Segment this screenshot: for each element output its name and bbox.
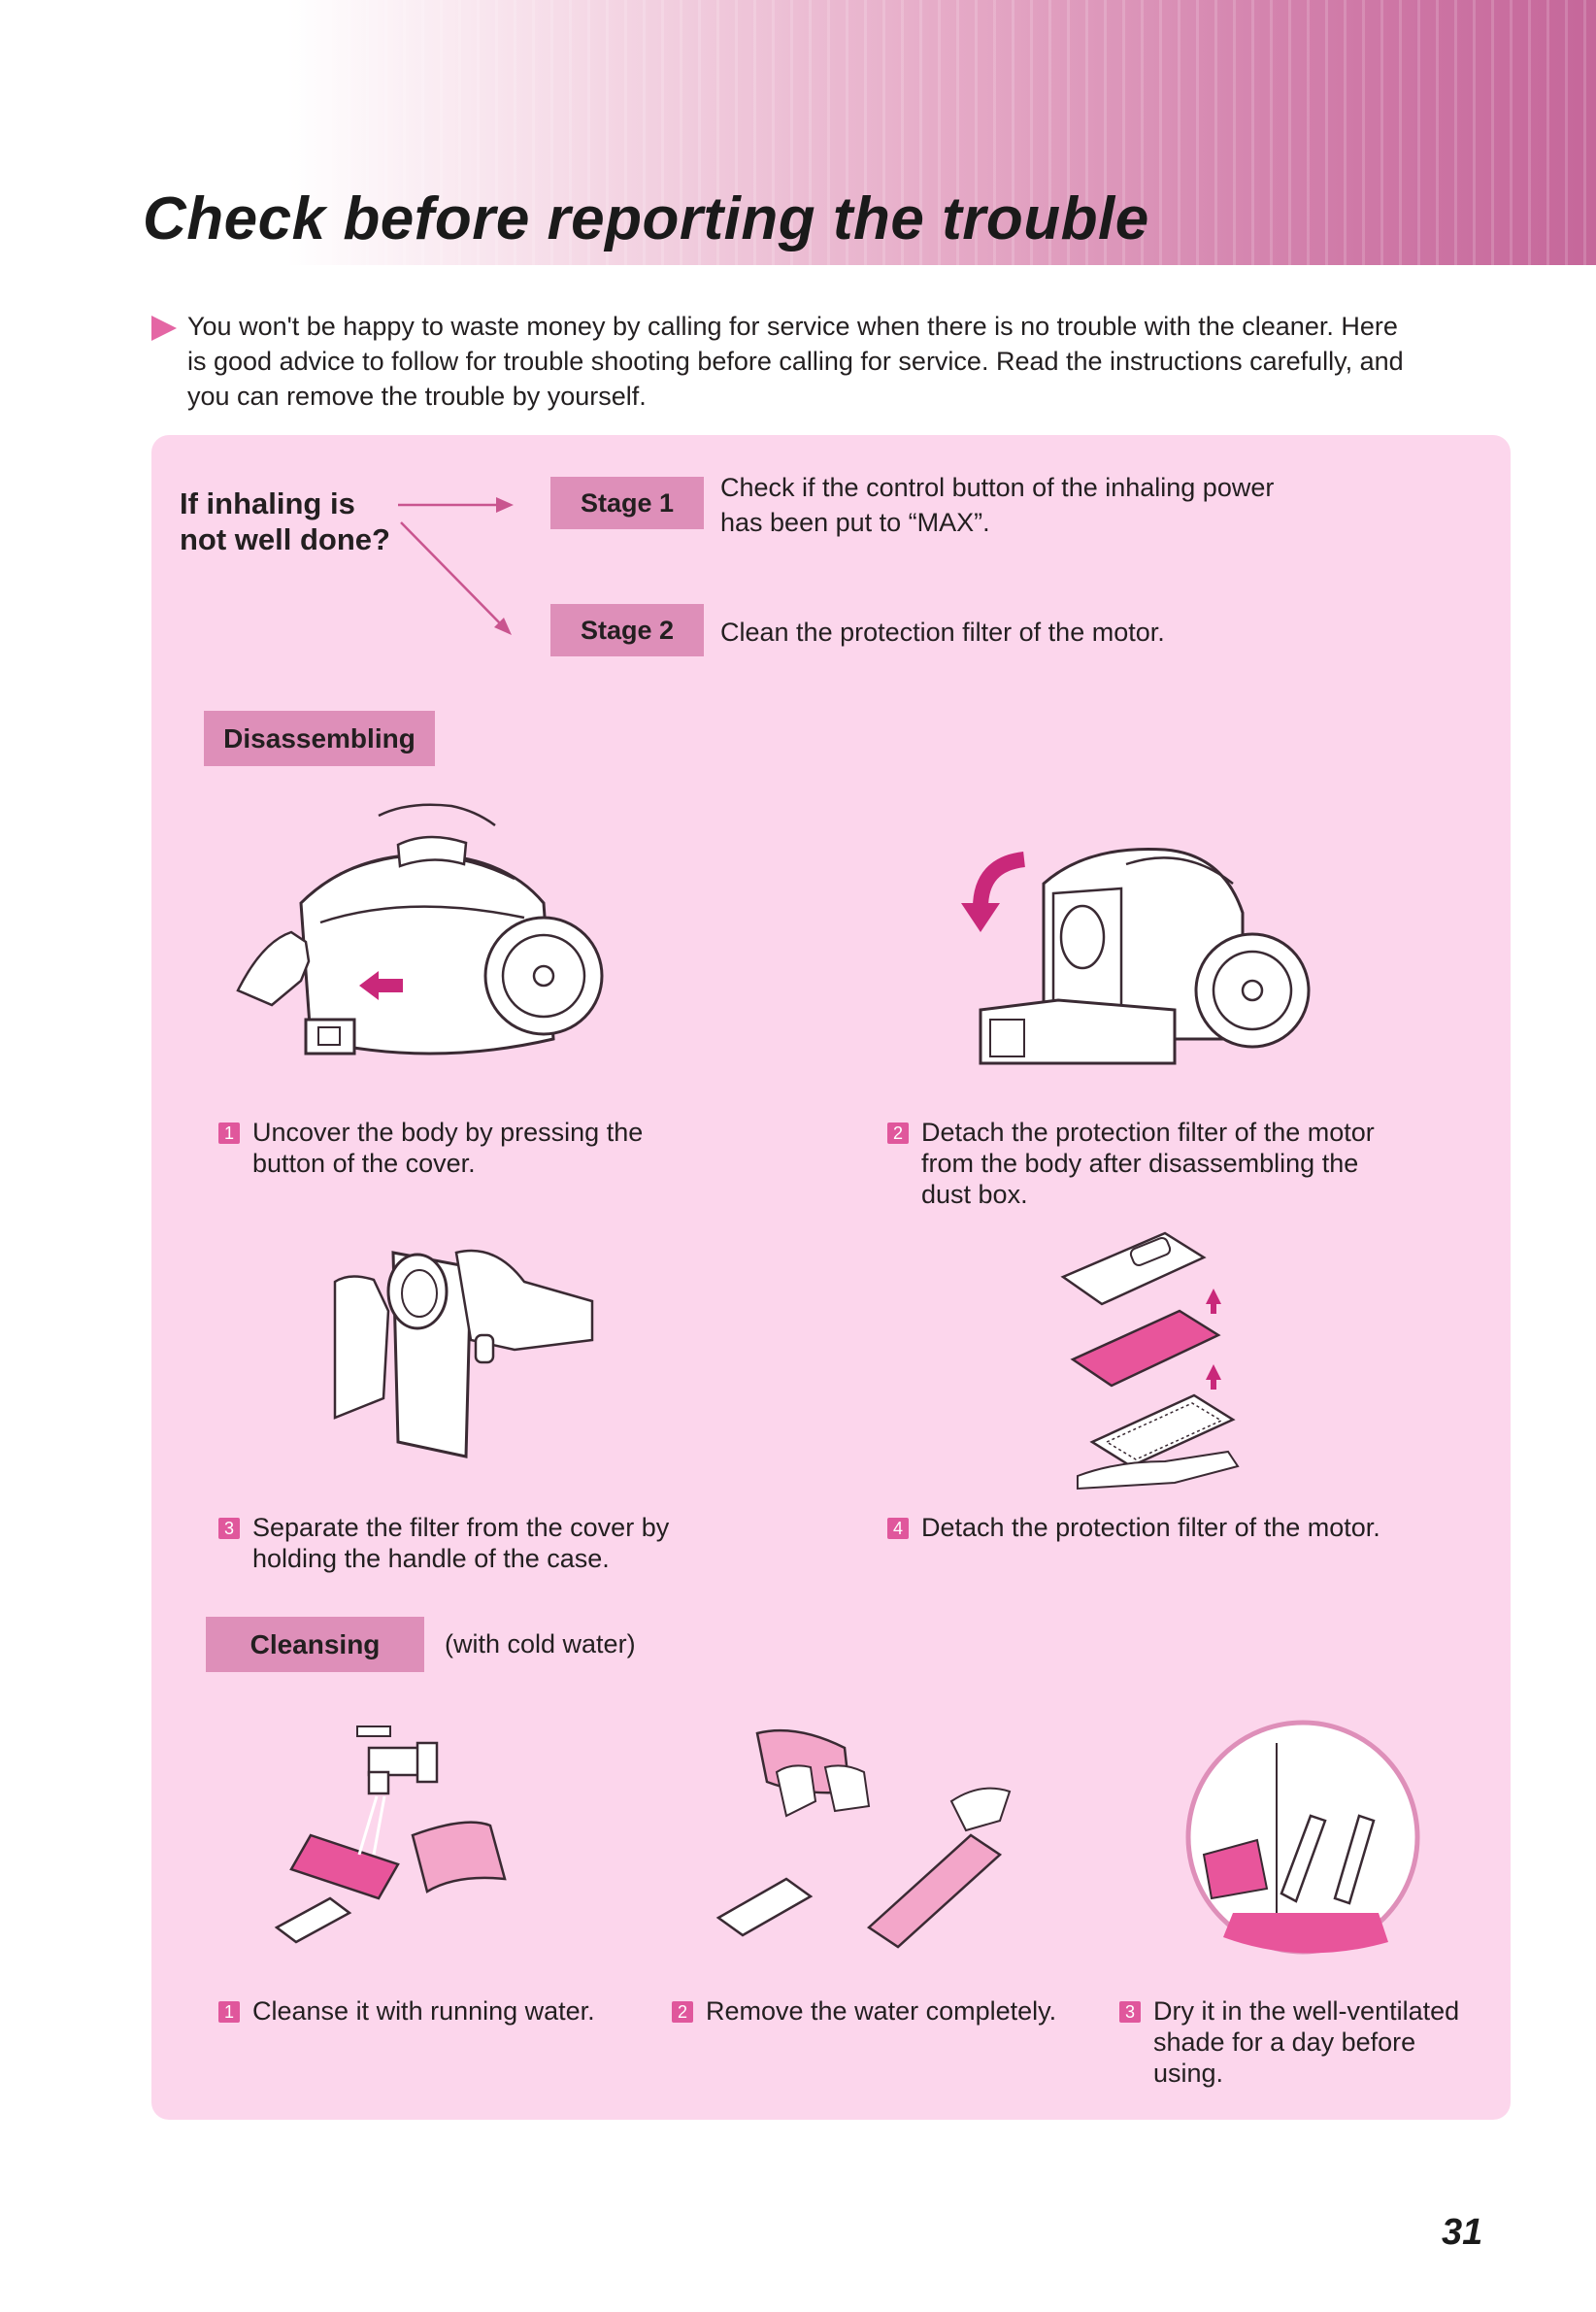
step-number-badge: 3 [218,1518,240,1539]
disassembling-step-2: 2 Detach the protection filter of the mo… [887,1117,1402,1210]
question-line-1: If inhaling is [180,486,355,520]
question-line-2: not well done? [180,522,390,556]
intro-text: You won't be happy to waste money by cal… [187,312,1404,411]
filter-layers-illustration [1060,1231,1240,1491]
step-number-badge: 3 [1119,2001,1141,2023]
step-text: Cleanse it with running water. [252,1996,595,2026]
step-text: Uncover the body by pressing the button … [252,1118,644,1178]
step-text: Detach the protection filter of the moto… [921,1513,1380,1542]
cleansing-step-1: 1 Cleanse it with running water. [218,1995,626,2027]
page-title: Check before reporting the trouble [143,185,1149,252]
step-number-badge: 2 [887,1122,909,1144]
disassembling-step-1: 1 Uncover the body by pressing the butto… [218,1117,646,1179]
vacuum-uncover-illustration [236,803,604,1055]
disassembling-step-3: 3 Separate the filter from the cover by … [218,1512,704,1574]
header-stripes [0,0,1596,265]
step-text: Dry it in the well-ventilated shade for … [1153,1996,1460,2088]
filter-separate-illustration [333,1249,594,1458]
triangle-bullet-icon [151,316,177,341]
step-number-badge: 4 [887,1518,909,1539]
step-number-badge: 2 [672,2001,693,2023]
vacuum-detach-illustration [961,847,1311,1065]
header-band [0,0,1596,265]
cleansing-label: Cleansing [206,1617,424,1672]
squeeze-water-illustration [715,1728,1012,1949]
dry-shade-illustration [1185,1720,1420,1955]
step-text: Detach the protection filter of the moto… [921,1118,1375,1209]
stage-2-label: Stage 2 [550,604,704,656]
page-number: 31 [1442,2212,1483,2253]
step-number-badge: 1 [218,2001,240,2023]
step-text: Remove the water completely. [706,1996,1057,2026]
stage-2-text: Clean the protection filter of the motor… [720,618,1165,647]
step-number-badge: 1 [218,1122,240,1144]
faucet-wash-illustration [274,1726,507,1944]
disassembling-step-4: 4 Detach the protection filter of the mo… [887,1512,1402,1543]
cleansing-step-3: 3 Dry it in the well-ventilated shade fo… [1119,1995,1488,2089]
cleansing-step-2: 2 Remove the water completely. [672,1995,1080,2027]
stage-1-label: Stage 1 [550,477,704,529]
question-heading: If inhaling is not well done? [180,486,390,557]
cleansing-note: (with cold water) [445,1629,636,1659]
disassembling-label: Disassembling [204,711,435,766]
arrow-right-icon [398,497,514,635]
stage-1-text: Check if the control button of the inhal… [720,473,1275,537]
step-text: Separate the filter from the cover by ho… [252,1513,670,1573]
